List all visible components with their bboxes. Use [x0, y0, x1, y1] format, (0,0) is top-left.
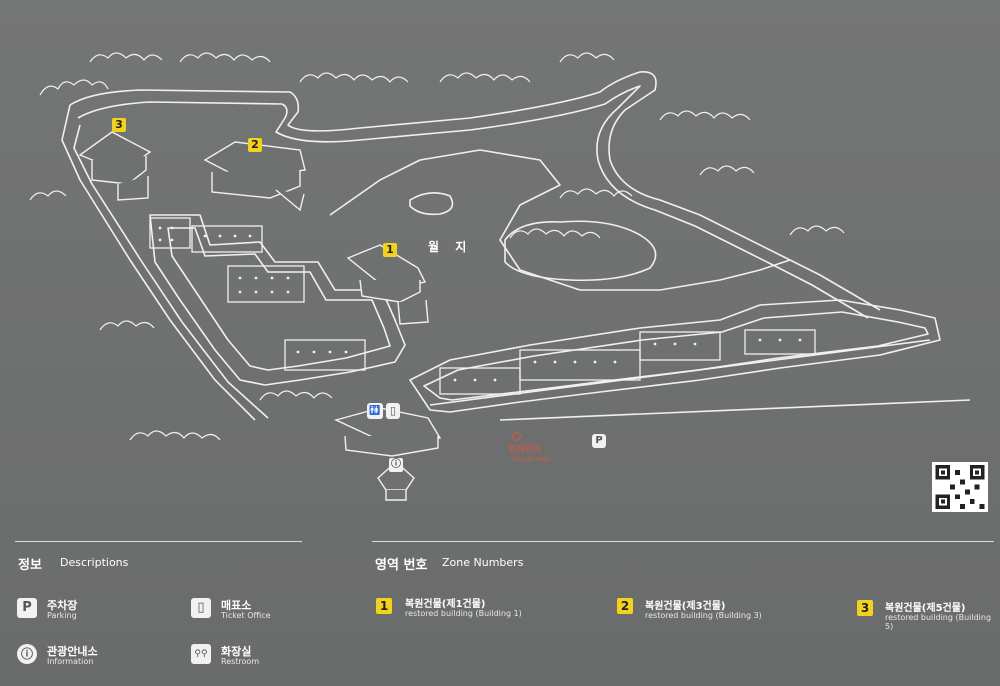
tree-cluster-14: [129, 430, 221, 441]
ticket-office-label-en: Ticket Office: [221, 611, 271, 620]
building-3-drawing: [78, 131, 152, 201]
ticket-office-label: 매표소: [221, 599, 252, 612]
south-gallery: [409, 299, 941, 413]
bottom-line: [499, 399, 971, 421]
you-are-here-sublabel: You are here: [512, 456, 550, 463]
building-2-drawing: [203, 141, 306, 212]
restroom-label: 화장실: [221, 645, 252, 658]
map-parking-icon: P: [592, 434, 606, 448]
tree-cluster-5: [439, 72, 531, 83]
tree-cluster-13: [99, 320, 155, 331]
corridor-inner: [167, 227, 391, 371]
south-gallery-inner: [423, 311, 929, 401]
tree-cluster-3: [179, 52, 271, 63]
zones-title: 영역 번호: [375, 558, 428, 573]
tree-cluster-4: [299, 72, 409, 83]
zones-title-en: Zone Numbers: [442, 556, 524, 569]
descriptions-title-en: Descriptions: [60, 556, 129, 569]
map-ticket-icon: ▯: [386, 403, 400, 419]
tree-cluster-1: [39, 79, 109, 96]
ticket-office-drawing: [333, 407, 442, 457]
marker-building-2[interactable]: 2: [248, 138, 262, 152]
west-wall-inner: [73, 124, 269, 419]
small-island: [409, 192, 454, 216]
marker-building-3[interactable]: 3: [112, 118, 126, 132]
qr-code[interactable]: [932, 462, 988, 512]
site-map: [29, 52, 971, 501]
zone-3-badge: 3: [857, 600, 873, 616]
you-are-here-dot-icon: [512, 432, 521, 441]
zone-1-badge: 1: [376, 598, 392, 614]
gazebo-drawing: [377, 461, 415, 501]
foundation-8: [744, 329, 816, 355]
zone-1-label: 복원건물(제1건물): [405, 599, 486, 610]
parking-icon: P: [17, 598, 37, 618]
outer-path-inner: [77, 85, 869, 319]
foundation-3: [227, 265, 305, 303]
information-icon: ⓘ: [17, 644, 37, 664]
information-label-en: Information: [47, 657, 94, 666]
restroom-label-en: Restroom: [221, 657, 260, 666]
zone-2-badge: 2: [617, 598, 633, 614]
tree-cluster-8: [699, 165, 755, 176]
corridor: [149, 214, 406, 386]
foundation-2: [191, 225, 263, 253]
zone-2-label-en: restored building (Building 3): [645, 611, 762, 620]
tree-cluster-12: [29, 190, 67, 201]
descriptions-rule: [15, 541, 302, 542]
building-1-drawing: [346, 244, 429, 325]
zone-1-label-en: restored building (Building 1): [405, 609, 522, 618]
tree-cluster-6: [559, 52, 615, 63]
map-restroom-icon: 🚻: [367, 403, 383, 419]
parking-label: 주차장: [47, 599, 78, 612]
foundation-6: [519, 349, 641, 381]
pond-label: 월 지: [428, 240, 473, 254]
zones-rule: [372, 541, 994, 542]
tree-cluster-2: [89, 52, 163, 63]
zone-3-label-en: restored building (Building 5): [885, 613, 992, 631]
zone-3-label: 복원건물(제5건물): [885, 603, 966, 614]
tree-cluster-9: [789, 225, 845, 236]
outer-path: [69, 71, 881, 311]
foundation-7: [639, 331, 721, 361]
map-info-icon: ⓘ: [389, 458, 403, 472]
tree-cluster-10: [559, 188, 633, 199]
parking-label-en: Parking: [47, 611, 77, 620]
tree-cluster-7: [659, 110, 751, 121]
foundation-dots: [158, 226, 802, 382]
tree-cluster-11: [509, 228, 601, 239]
tree-cluster-15: [259, 390, 333, 401]
marker-building-1[interactable]: 1: [383, 243, 397, 257]
you-are-here-label: 현재위치: [508, 445, 542, 455]
information-label: 관광안내소: [47, 645, 98, 658]
pond-edge: [329, 149, 791, 291]
foundation-4: [284, 339, 366, 371]
descriptions-title: 정보: [18, 558, 42, 573]
zone-2-label: 복원건물(제3건물): [645, 601, 726, 612]
west-wall: [61, 104, 256, 421]
foundation-5: [439, 367, 521, 395]
restroom-icon: ⚲⚲: [191, 644, 211, 664]
foundation-1: [149, 217, 191, 249]
ticket-office-icon: ▯: [191, 598, 211, 618]
island: [504, 220, 657, 282]
